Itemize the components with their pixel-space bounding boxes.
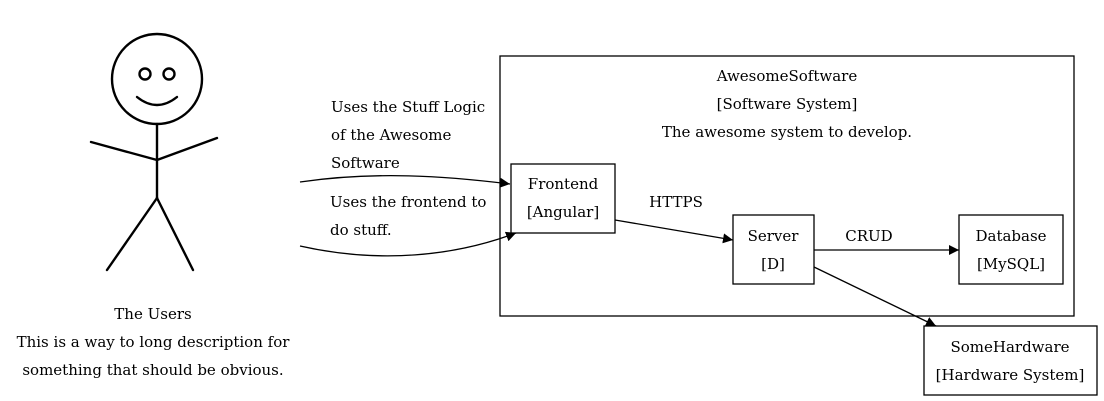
- node-database[interactable]: [958, 214, 1064, 285]
- stick-figure-icon: [89, 32, 219, 272]
- node-server-tech: [D]: [761, 255, 785, 273]
- edge-crud-label: CRUD: [845, 227, 892, 245]
- node-hardware-tech: [Hardware System]: [936, 366, 1085, 384]
- edge-stuff-logic-label-line-1: Uses the Stuff Logic: [331, 98, 485, 116]
- node-frontend-tech: [Angular]: [527, 203, 599, 221]
- system-description: The awesome system to develop.: [662, 123, 912, 141]
- actor-name: The Users: [114, 305, 191, 323]
- edge-https: [614, 219, 734, 244]
- system-name: AwesomeSoftware: [716, 67, 858, 85]
- edge-use-frontend-label-line-1: Uses the frontend to: [330, 193, 486, 211]
- node-frontend-name: Frontend: [528, 175, 599, 193]
- edge-use-frontend: [299, 231, 517, 257]
- edge-https-label: HTTPS: [649, 193, 703, 211]
- edge-stuff-logic: [299, 174, 511, 188]
- node-frontend[interactable]: [510, 163, 616, 234]
- node-hardware[interactable]: [923, 325, 1098, 396]
- edge-use-frontend-label-line-2: do stuff.: [330, 221, 392, 239]
- actor-description-line-2: something that should be obvious.: [22, 361, 283, 379]
- node-database-tech: [MySQL]: [977, 255, 1045, 273]
- node-hardware-name: SomeHardware: [950, 338, 1069, 356]
- edge-stuff-logic-label-line-3: Software: [331, 154, 400, 172]
- edge-stuff-logic-label-line-2: of the Awesome: [331, 126, 452, 144]
- node-server[interactable]: [732, 214, 815, 285]
- node-database-name: Database: [975, 227, 1046, 245]
- node-server-name: Server: [748, 227, 800, 245]
- actor-description-line-1: This is a way to long description for: [17, 333, 291, 351]
- edge-hardware: [813, 266, 937, 327]
- system-type: [Software System]: [717, 95, 858, 113]
